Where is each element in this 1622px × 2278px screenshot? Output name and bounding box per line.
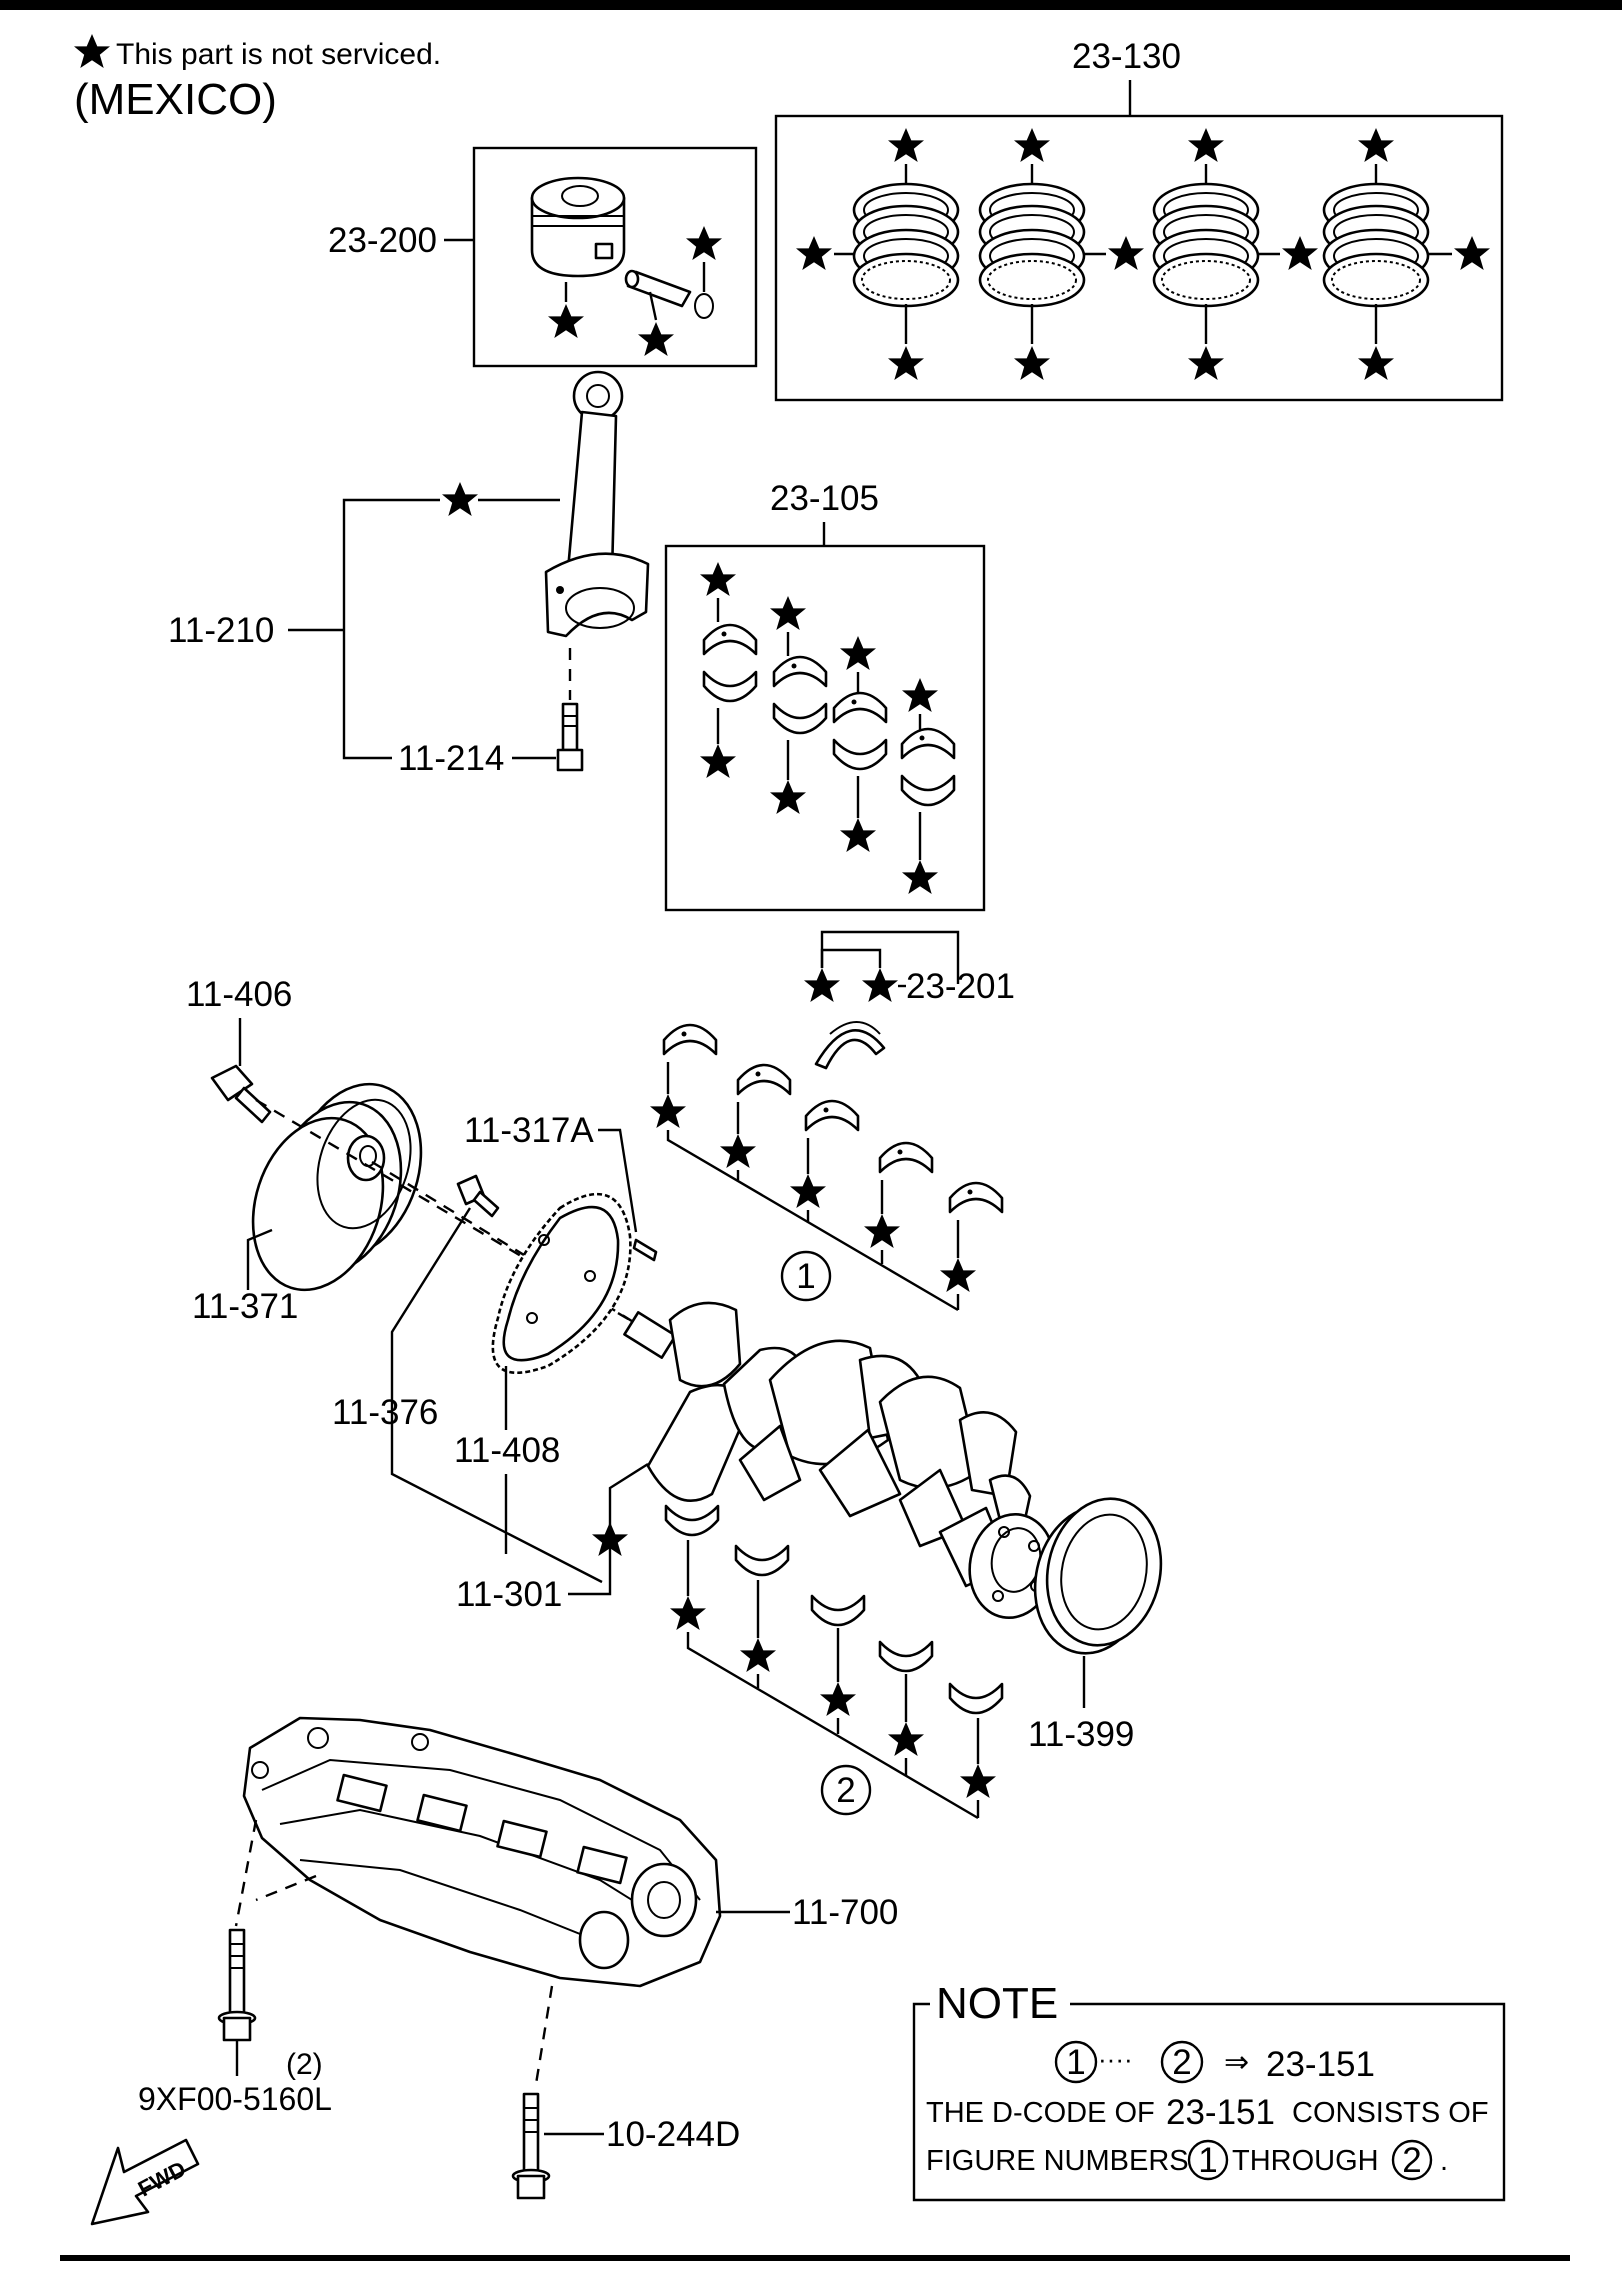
- note-range-sep: ····: [1098, 2044, 1133, 2074]
- star-legend-text: This part is not serviced.: [116, 38, 441, 71]
- main-bearing-lower-4: [878, 1640, 934, 1673]
- callout-23-200: 23-200: [328, 221, 437, 260]
- callout-11-406: 11-406: [186, 975, 292, 1014]
- conrod-bearings-box: [664, 544, 986, 912]
- callout-qty-2: (2): [286, 2048, 323, 2081]
- figure-number-2: [820, 1764, 872, 1816]
- fwd-arrow-icon: FWD: [90, 2138, 200, 2226]
- conrod-bearing-2: [772, 655, 828, 735]
- note-line3-b: THROUGH: [1232, 2145, 1379, 2177]
- star-icon: [804, 968, 840, 1002]
- star-icon: [862, 968, 898, 1002]
- callout-11-210: 11-210: [168, 611, 274, 650]
- callout-11-214: 11-214: [398, 739, 504, 778]
- callout-11-376: 11-376: [332, 1393, 438, 1432]
- snap-ring: [694, 293, 714, 319]
- conrod-bearing-stars: [700, 562, 938, 894]
- callout-9xf00-5160l: 9XF00-5160L: [138, 2081, 332, 2117]
- note-line3-n1: 1: [1198, 2141, 1217, 2180]
- main-bearing-upper-5: [948, 1181, 1004, 1214]
- callout-11-399: 11-399: [1028, 1715, 1134, 1754]
- callout-11-301: 11-301: [456, 1575, 562, 1614]
- star-icon: [638, 322, 674, 356]
- note-range-from: 1: [1066, 2043, 1085, 2082]
- figure-number-1-label: 1: [796, 1257, 815, 1296]
- note-arrow: ⇒: [1224, 2046, 1249, 2079]
- crankshaft: [623, 1301, 1056, 1620]
- callout-23-105: 23-105: [770, 479, 879, 518]
- note-line2-code: 23-151: [1166, 2093, 1275, 2132]
- top-rule: [0, 0, 1622, 10]
- piston-box: [472, 146, 758, 368]
- sensor-plate-bolt: [456, 1174, 500, 1218]
- connecting-rod: [544, 370, 650, 638]
- callout-11-408: 11-408: [454, 1431, 560, 1470]
- piston: [530, 176, 626, 278]
- piston-rings-box: [774, 114, 1504, 402]
- note-line2-b: CONSISTS OF: [1292, 2097, 1489, 2129]
- thrust-washer: [814, 1021, 886, 1070]
- note-title: NOTE: [936, 1979, 1058, 2028]
- note-line3-a: FIGURE NUMBERS: [926, 2145, 1189, 2177]
- callout-11-700: 11-700: [792, 1893, 898, 1932]
- main-bearing-upper-3: [804, 1099, 860, 1132]
- star-icon: [686, 226, 722, 260]
- lower-bearing-stars: [670, 1540, 996, 1820]
- crank-sensor-plate: [491, 1192, 632, 1375]
- region-label: (MEXICO): [74, 75, 277, 124]
- rear-oil-seal: [1033, 1497, 1163, 1655]
- note-line3-n2: 2: [1402, 2141, 1421, 2180]
- star-icon: [74, 34, 110, 68]
- star-icon: [548, 304, 584, 338]
- piston-ring-set-1: [852, 182, 960, 308]
- note-line3-end: .: [1440, 2145, 1448, 2177]
- piston-ring-set-4: [1322, 182, 1430, 308]
- figure-number-1: [780, 1250, 832, 1302]
- callout-23-201: 23-201: [906, 967, 1015, 1006]
- main-bearing-lower-5: [948, 1682, 1004, 1715]
- balancer-oil-pump-assembly: [242, 1716, 722, 1988]
- note-target: 23-151: [1266, 2045, 1375, 2084]
- upper-bearing-stars: [650, 1062, 976, 1312]
- crank-pulley-bolt: [210, 1064, 272, 1124]
- note-box: NOTE 1 ···· 2 ⇒ 23-151 THE D-CODE OF 23-…: [912, 1979, 1506, 2202]
- balancer-bolt-10-244d: [511, 2092, 551, 2200]
- connecting-rod-bolt: [556, 702, 584, 772]
- callout-23-130: 23-130: [1072, 37, 1181, 76]
- note-range-to: 2: [1172, 2043, 1191, 2082]
- main-bearing-lower-2: [734, 1544, 790, 1577]
- main-bearing-upper-4: [878, 1141, 934, 1174]
- callout-11-371: 11-371: [192, 1287, 298, 1326]
- piston-ring-set-3: [1152, 182, 1260, 308]
- balancer-bolt-9xf00: [217, 1928, 257, 2042]
- piston-ring-set-2: [978, 182, 1086, 308]
- bottom-rule: [60, 2255, 1570, 2261]
- crank-pulley: [251, 1082, 423, 1292]
- conrod-bearing-3: [832, 691, 888, 771]
- ring-stars: [796, 128, 1490, 380]
- piston-pin: [624, 269, 692, 308]
- figure-number-2-label: 2: [836, 1771, 855, 1810]
- conrod-bearing-1: [702, 623, 758, 703]
- main-bearing-upper-1: [662, 1023, 718, 1056]
- conrod-bearing-4: [900, 727, 956, 807]
- note-line2-a: THE D-CODE OF: [926, 2097, 1155, 2129]
- callout-10-244d: 10-244D: [606, 2115, 740, 2154]
- crank-key: [632, 1238, 658, 1262]
- star-icon: [442, 482, 478, 516]
- main-bearing-lower-1: [664, 1504, 720, 1537]
- main-bearing-lower-3: [810, 1594, 866, 1627]
- callout-11-317a: 11-317A: [464, 1111, 594, 1150]
- main-bearing-upper-2: [736, 1063, 792, 1096]
